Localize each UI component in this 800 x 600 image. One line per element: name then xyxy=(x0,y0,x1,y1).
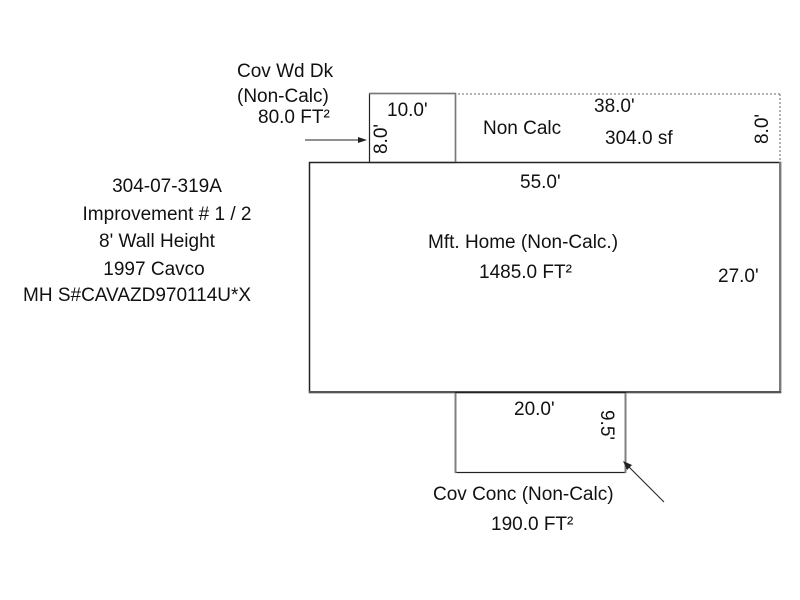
cov-conc-area: 190.0 FT² xyxy=(491,514,574,535)
cov-wd-dk-name-line2: (Non-Calc) xyxy=(237,86,329,107)
cov-wd-dk-width: 10.0' xyxy=(387,100,428,121)
non-calc-name: Non Calc xyxy=(483,118,562,139)
cov-conc-arrow xyxy=(623,461,665,503)
improvement-number: Improvement # 1 / 2 xyxy=(82,204,252,225)
non-calc-width: 38.0' xyxy=(594,96,635,117)
wall-height: 8' Wall Height xyxy=(99,231,215,252)
cov-wd-dk-arrow xyxy=(305,137,367,143)
parcel-id: 304-07-319A xyxy=(112,176,222,197)
cov-wd-dk-name-line1: Cov Wd Dk xyxy=(237,61,334,82)
non-calc-area: 304.0 sf xyxy=(605,128,673,149)
main-home-width: 55.0' xyxy=(520,172,561,193)
cov-conc-width: 20.0' xyxy=(514,399,555,420)
cov-conc-name: Cov Conc (Non-Calc) xyxy=(433,484,614,505)
cov-wd-dk-area: 80.0 FT² xyxy=(258,107,330,128)
serial-number: MH S#CAVAZD970114U*X xyxy=(23,285,252,306)
non-calc-depth: 8.0' xyxy=(752,113,773,145)
main-home-depth: 27.0' xyxy=(718,266,759,287)
cov-wd-dk-depth: 8.0' xyxy=(371,123,392,155)
main-home-name: Mft. Home (Non-Calc.) xyxy=(428,232,619,253)
year-make: 1997 Cavco xyxy=(103,259,205,280)
main-home-area: 1485.0 FT² xyxy=(479,262,572,283)
cov-conc-depth: 9.5' xyxy=(596,409,617,441)
